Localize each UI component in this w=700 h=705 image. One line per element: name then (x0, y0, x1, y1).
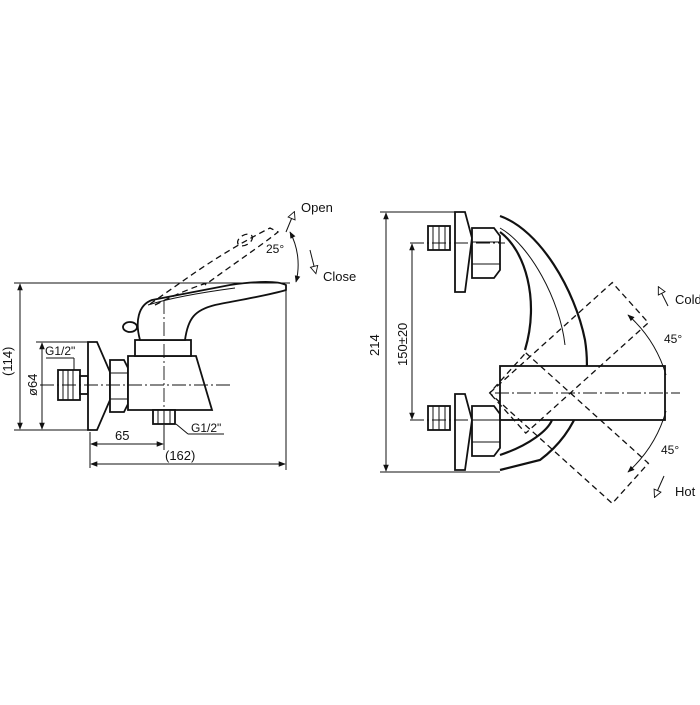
length-dim-label: (162) (165, 448, 195, 463)
open-label: Open (301, 200, 333, 215)
rotation-annotation: 45° 45° Cold Hot (627, 290, 700, 499)
cold-label: Cold (675, 292, 700, 307)
diameter-dimension: ø64 (25, 341, 95, 430)
depth-dim-label: 65 (115, 428, 129, 443)
side-view: 25° Open Close (114) ø64 G1/2" (0, 200, 356, 470)
handle-angle-annotation: 25° Open Close (266, 200, 356, 284)
lever-handle (122, 281, 287, 341)
handle-angle-label: 25° (266, 242, 284, 256)
hot-angle-label: 45° (661, 443, 679, 457)
length-dimension: (162) (90, 288, 287, 470)
overall-dimension: 214 (367, 211, 500, 473)
height-dimension: (114) (0, 282, 290, 431)
upper-connector (427, 211, 501, 293)
close-label: Close (323, 269, 356, 284)
lever-handle-open (149, 227, 280, 306)
handle-rotated-positions (488, 281, 650, 505)
curved-body (499, 214, 588, 472)
overall-dim-label: 214 (367, 334, 382, 356)
cold-angle-label: 45° (664, 332, 682, 346)
center-dimension: 150±20 (395, 243, 415, 420)
center-dim-label: 150±20 (395, 323, 410, 366)
depth-dimension: 65 (89, 425, 165, 468)
hot-label: Hot (675, 484, 696, 499)
mixer-body (127, 339, 214, 425)
outlet-thread-label: G1/2" (191, 421, 221, 435)
inlet-thread-callout: G1/2" (45, 344, 75, 370)
top-view: 214 150±20 45° 45° Cold Hot (367, 211, 700, 505)
diameter-dim-label: ø64 (25, 374, 40, 396)
lower-connector (427, 393, 501, 471)
inlet-thread-label: G1/2" (45, 344, 75, 358)
height-dim-label: (114) (0, 347, 15, 376)
outlet-thread-callout: G1/2" (175, 421, 224, 435)
